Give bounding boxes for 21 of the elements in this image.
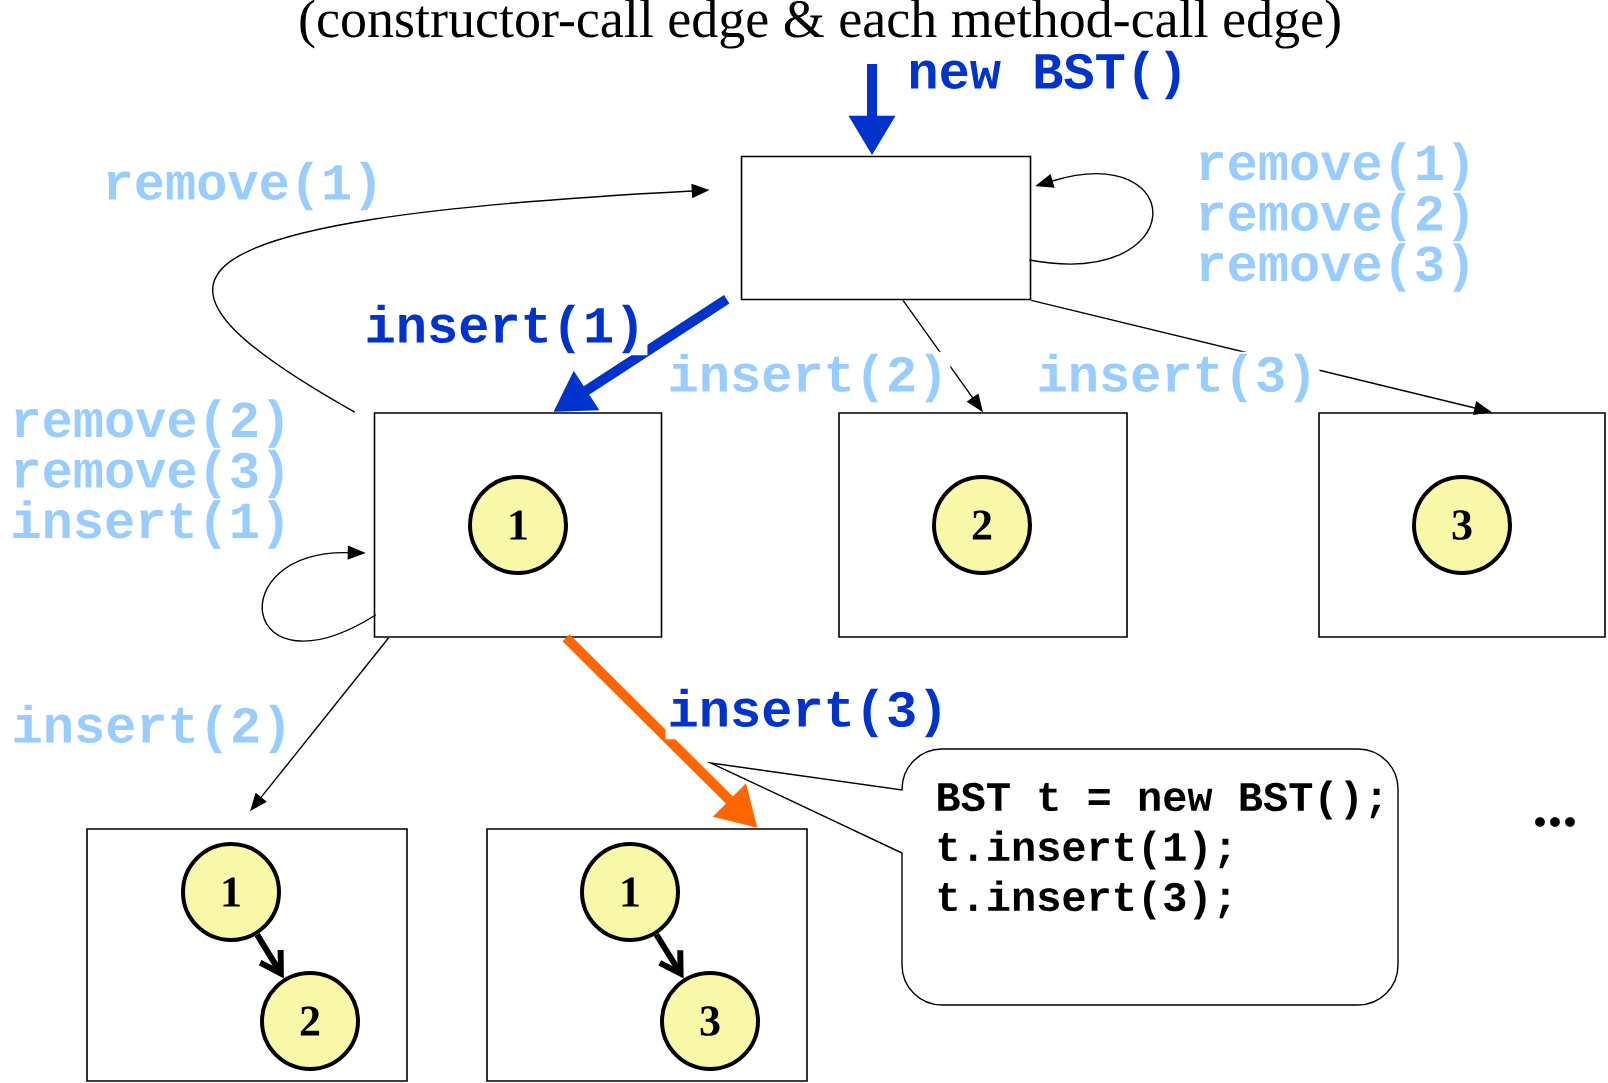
state-box	[1318, 412, 1606, 638]
arrow	[653, 932, 684, 979]
edge-label: remove(1)	[100, 159, 386, 213]
state-box	[838, 412, 1128, 638]
edge-label: insert(1)	[362, 302, 648, 356]
ellipsis: ...	[1535, 817, 1575, 827]
arrow	[262, 545, 377, 642]
state-box	[486, 828, 808, 1082]
edge-label: insert(3)	[1034, 351, 1320, 405]
edge-label: insert(2)	[9, 702, 295, 756]
state-box	[86, 828, 408, 1082]
state-box	[740, 155, 1032, 301]
state-box	[373, 412, 663, 638]
edge-label: remove(2) remove(3) insert(1)	[8, 397, 303, 551]
edge-label: new BST()	[905, 48, 1191, 102]
edge-label: insert(3)	[665, 686, 951, 740]
title-text: (constructor-call edge & each method-call edge)	[300, 0, 1340, 49]
arrow	[254, 933, 284, 979]
arrow	[1028, 173, 1154, 265]
edge-label: insert(2)	[665, 351, 951, 405]
edge-label: remove(1) remove(2) remove(3)	[1193, 140, 1488, 294]
